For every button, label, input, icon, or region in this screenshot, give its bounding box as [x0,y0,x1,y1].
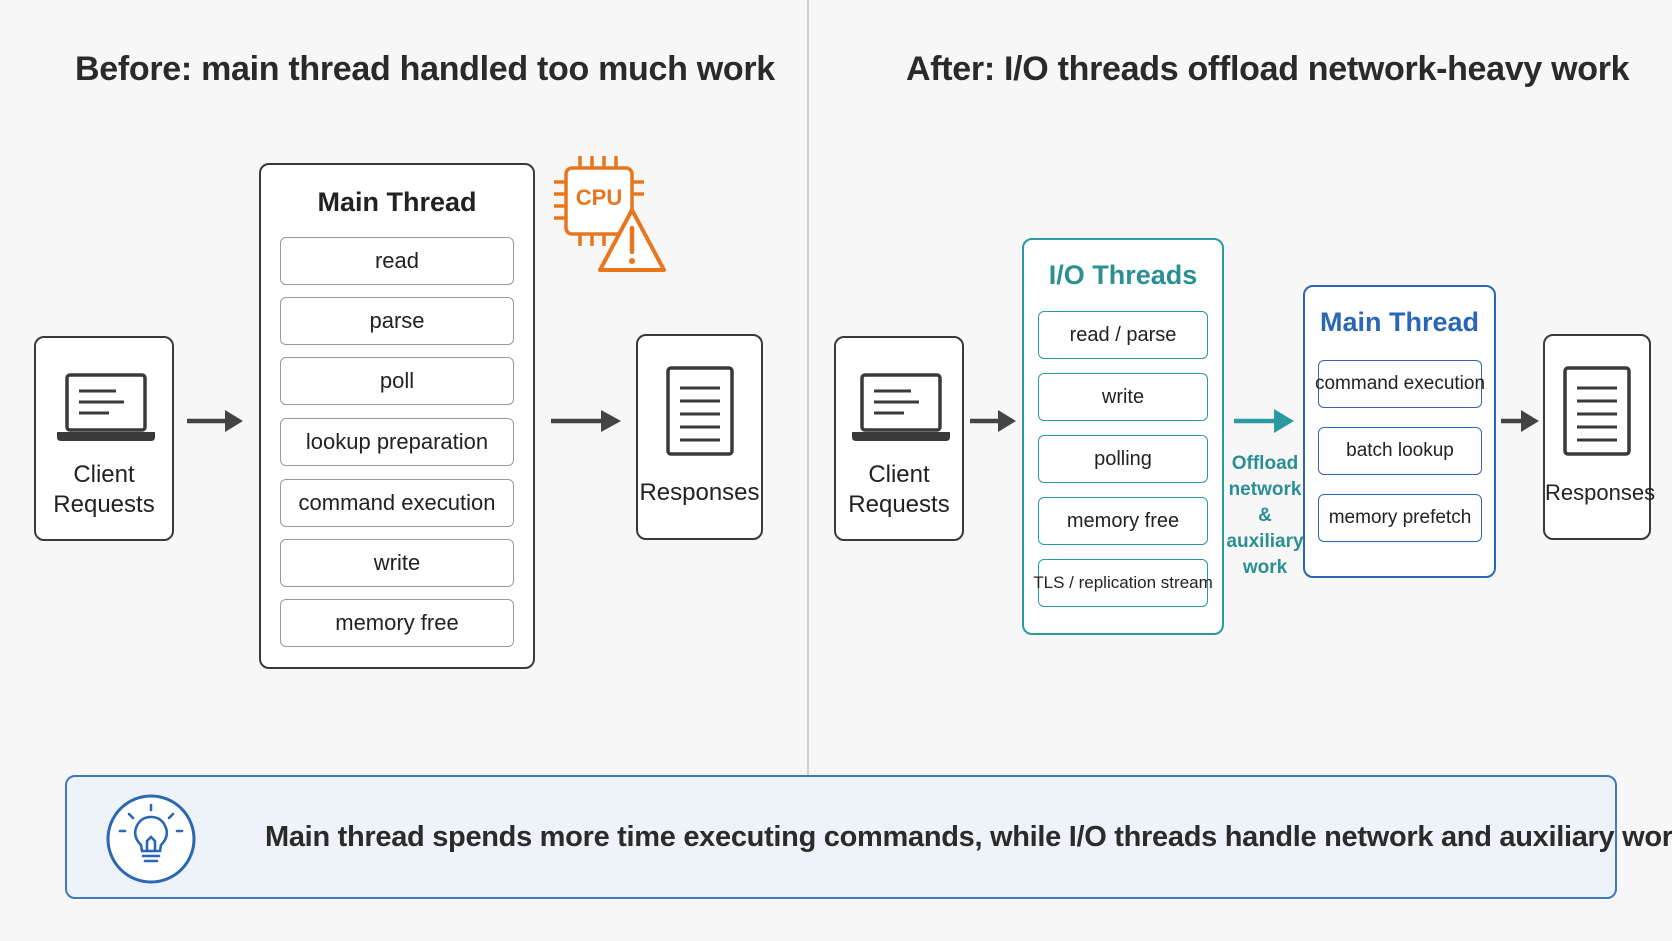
offload-arrow-icon [1234,409,1294,433]
cpu-warning-icon: CPU [546,152,671,277]
io-task-write: write [1038,373,1208,421]
lightbulb-icon [106,794,196,884]
io-threads-box: I/O Threads read / parse write polling m… [1022,238,1224,635]
laptop-icon [57,373,155,441]
offload-label-line3: auxiliary [1226,531,1304,552]
main-task-command-execution: command execution [1315,360,1485,408]
task-poll: poll [280,357,514,405]
client-label-line1: Client [73,461,135,488]
io-task-read-parse: read / parse [1038,311,1208,359]
arrow-right-icon [970,410,1016,432]
responses-box: Responses [1543,334,1656,540]
before-heading: Before: main thread handled too much wor… [75,50,775,88]
document-icon [666,366,734,456]
client-label-line2: Requests [848,491,950,518]
task-lookup-preparation: lookup preparation [280,418,514,466]
offload-label-line4: work [1242,557,1288,578]
task-write: write [280,539,514,587]
summary-note: Main thread spends more time executing c… [65,775,1672,899]
main-thread-after-box: Main Thread command execution batch look… [1303,285,1496,578]
task-read: read [280,237,514,285]
io-threads-title: I/O Threads [1048,260,1198,290]
io-task-tls-replication: TLS / replication stream [1033,559,1213,607]
io-task-polling: polling [1038,435,1208,483]
task-command-execution: command execution [280,479,514,527]
arrow-right-icon [551,410,621,432]
task-parse: parse [280,297,514,345]
main-thread-after-title: Main Thread [1319,307,1480,337]
responses-label: Responses [1545,480,1656,505]
offload-label-line2: network & [1228,479,1302,526]
client-requests-box: Client Requests [834,336,964,541]
client-label-line1: Client [868,461,930,488]
client-requests-box: Client Requests [34,336,174,541]
main-task-batch-lookup: batch lookup [1318,427,1482,475]
cpu-badge-label: CPU [575,185,623,210]
main-thread-before-box: Main Thread read parse poll lookup prepa… [259,163,535,669]
main-task-memory-prefetch: memory prefetch [1318,494,1482,542]
task-memory-free: memory free [280,599,514,647]
arrow-right-icon [1501,410,1539,432]
panel-divider [807,0,809,775]
responses-box: Responses [636,334,763,540]
responses-label: Responses [639,479,760,506]
document-icon [1563,366,1631,456]
io-task-memory-free: memory free [1038,497,1208,545]
offload-label-line1: Offload [1231,453,1299,474]
summary-note-text: Main thread spends more time executing c… [265,820,1672,853]
client-label-line2: Requests [53,491,155,518]
main-thread-title: Main Thread [317,187,477,217]
after-heading: After: I/O threads offload network-heavy… [906,50,1630,88]
offload-label: Offload network & auxiliary work [1222,451,1308,581]
laptop-icon [852,373,950,441]
arrow-right-icon [187,410,243,432]
